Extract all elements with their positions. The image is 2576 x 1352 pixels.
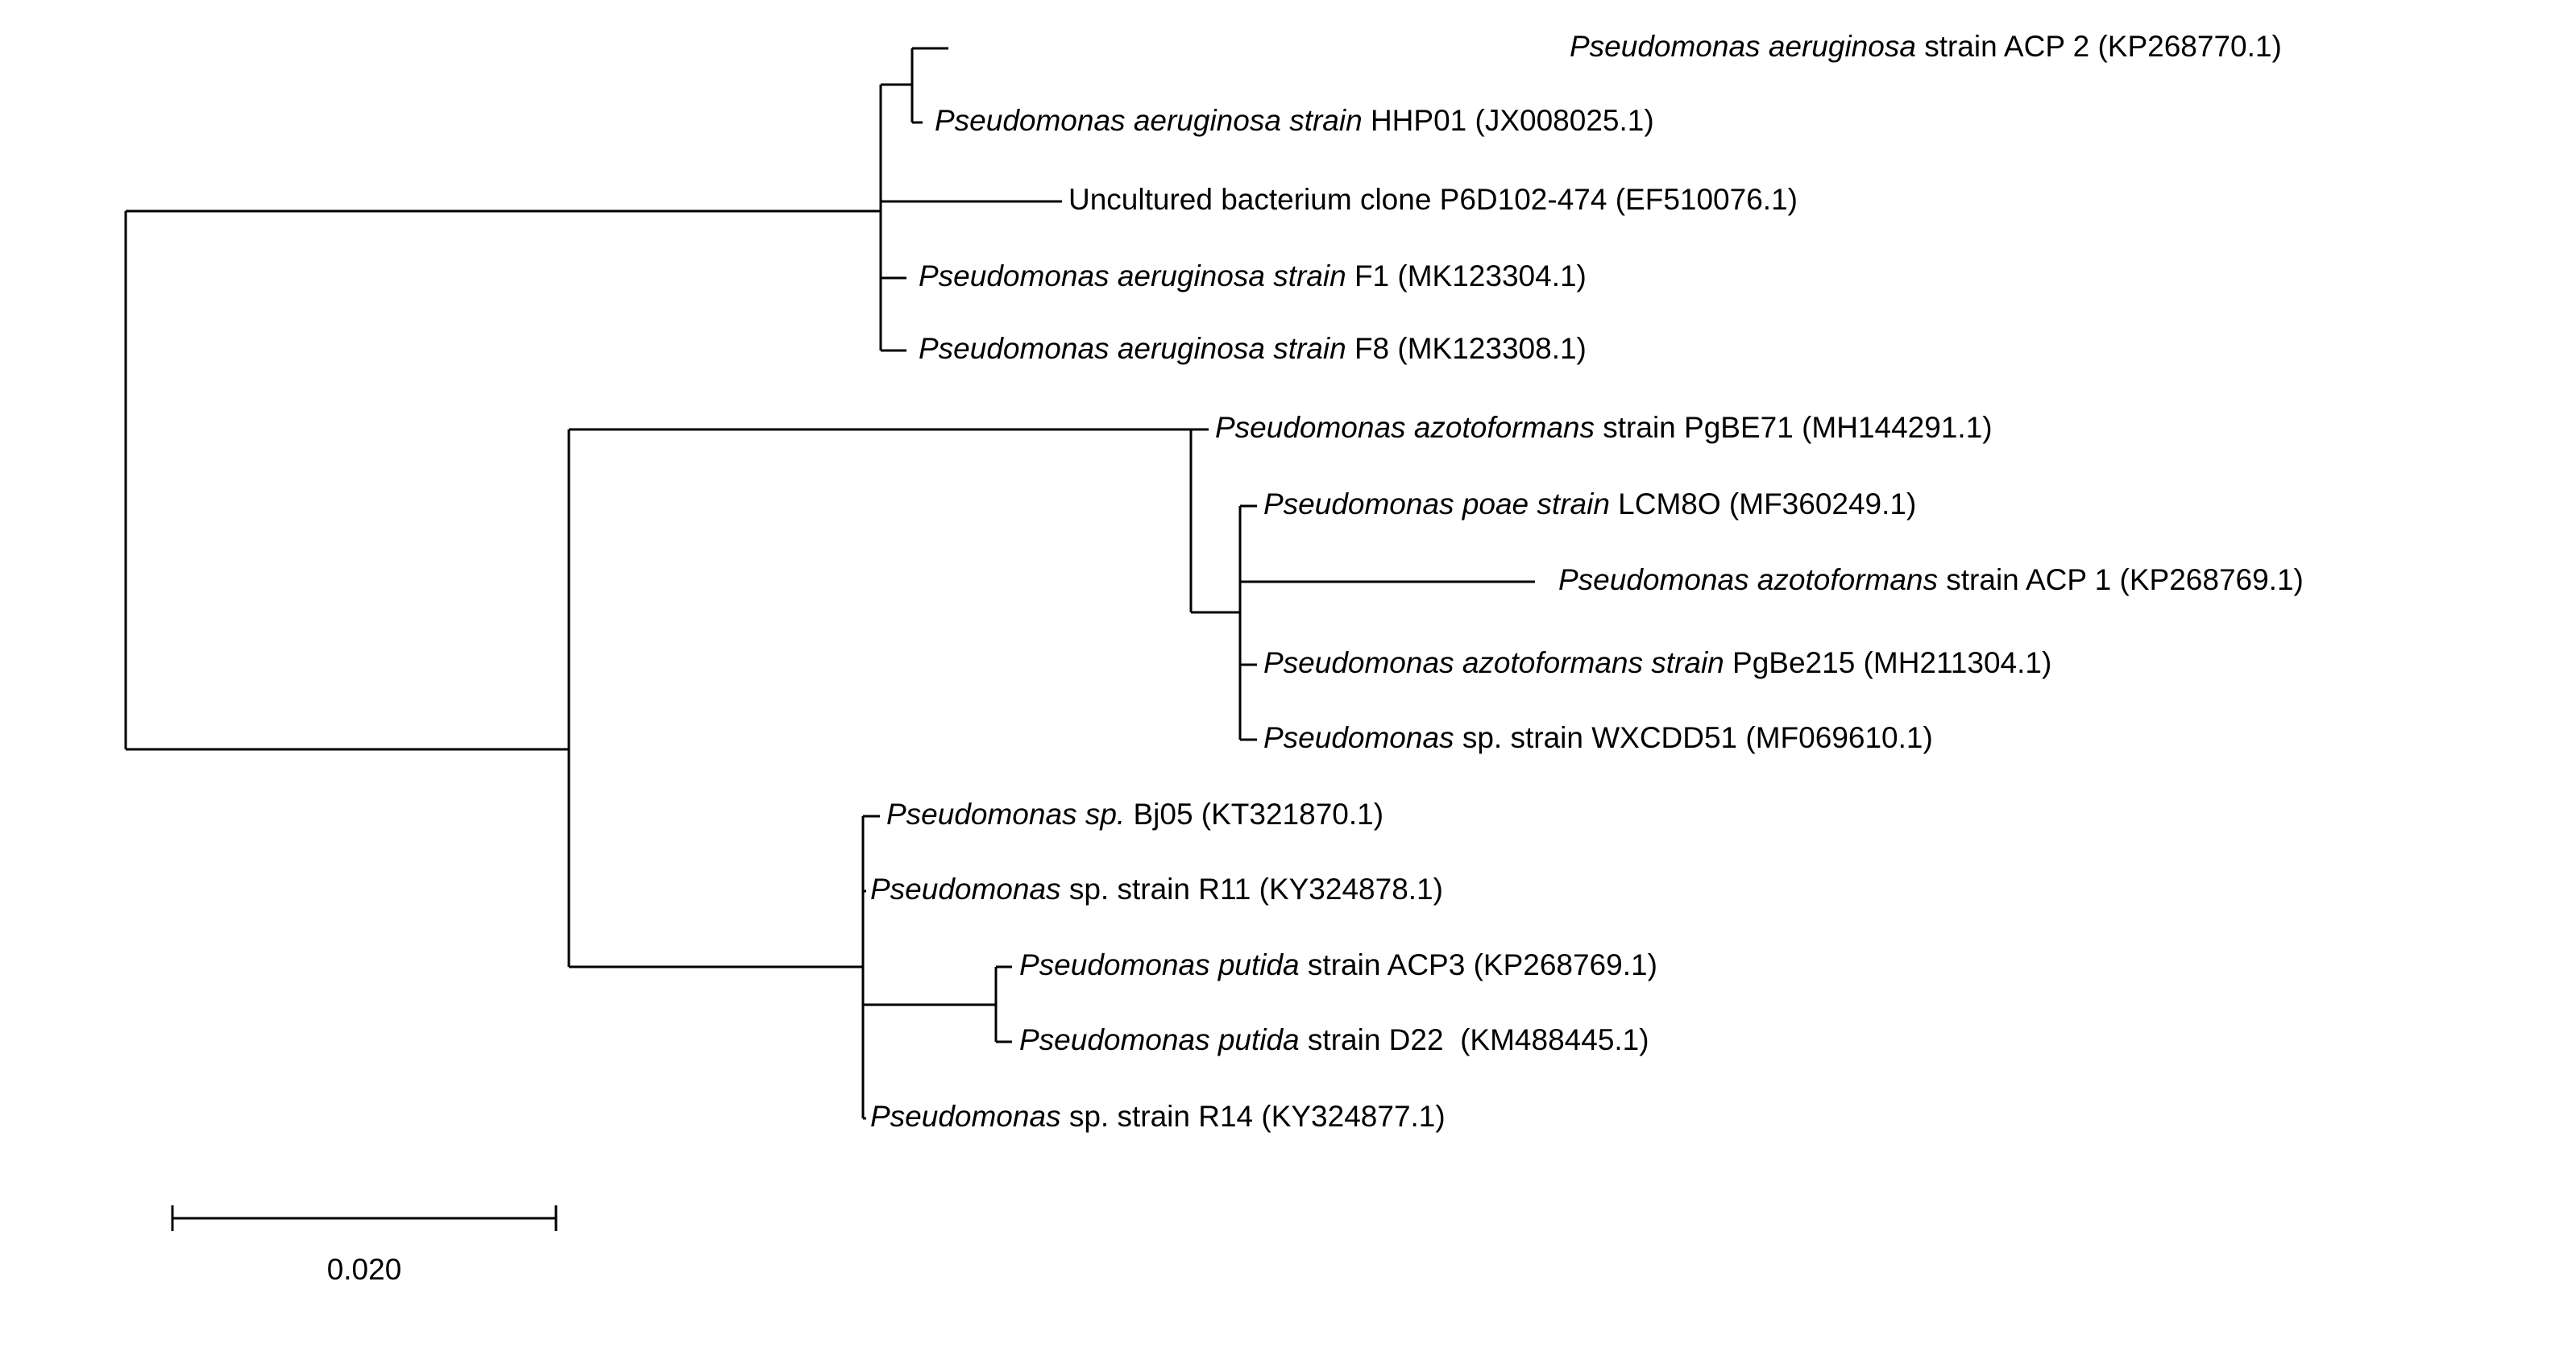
taxon-strain-roman: PgBe215 (MH211304.1) — [1724, 646, 2052, 679]
taxon-label: Pseudomonas azotoformans strain ACP 1 (K… — [1558, 563, 2304, 596]
taxon-strain-roman: sp. strain WXCDD51 (MF069610.1) — [1454, 721, 1933, 754]
taxon-strain-roman: sp. strain R11 (KY324878.1) — [1061, 873, 1443, 906]
scale-bar-label: 0.020 — [327, 1253, 402, 1286]
taxon-strain-roman: sp. strain R14 (KY324877.1) — [1061, 1100, 1446, 1133]
taxon-label: Pseudomonas sp. strain R14 (KY324877.1) — [870, 1100, 1446, 1133]
taxon-name-italic: Pseudomonas azotoformans — [1215, 411, 1595, 444]
taxon-name-italic: Pseudomonas aeruginosa — [1570, 30, 1916, 63]
tree-branches — [124, 47, 1535, 1120]
taxon-name-italic: Pseudomonas azotoformans strain — [1263, 646, 1724, 679]
taxon-label: Pseudomonas aeruginosa strain F8 (MK1233… — [919, 332, 1587, 365]
taxon-name-italic: Pseudomonas aeruginosa strain — [919, 332, 1346, 365]
taxon-name-italic: Pseudomonas azotoformans — [1558, 563, 1938, 596]
taxon-strain-roman: strain PgBE71 (MH144291.1) — [1595, 411, 1993, 444]
taxon-strain-roman: strain ACP 2 (KP268770.1) — [1916, 30, 2282, 63]
taxon-strain-roman: Uncultured bacterium clone P6D102-474 (E… — [1068, 183, 1798, 216]
taxon-name-italic: Pseudomonas aeruginosa strain — [919, 259, 1346, 292]
taxon-name-italic: Pseudomonas poae strain — [1263, 487, 1610, 520]
taxon-strain-roman: HHP01 (JX008025.1) — [1363, 104, 1654, 137]
taxon-label: Pseudomonas sp. Bj05 (KT321870.1) — [886, 798, 1383, 831]
taxon-label: Pseudomonas azotoformans strain PgBE71 (… — [1215, 411, 1993, 444]
taxon-label: Pseudomonas aeruginosa strain ACP 2 (KP2… — [1570, 30, 2282, 63]
taxon-strain-roman: strain ACP 1 (KP268769.1) — [1938, 563, 2304, 596]
taxon-name-italic: Pseudomonas — [870, 873, 1061, 906]
taxon-label: Pseudomonas putida strain ACP3 (KP268769… — [1019, 948, 1657, 981]
taxon-label: Pseudomonas putida strain D22 (KM488445.… — [1019, 1023, 1649, 1056]
taxon-label: Pseudomonas poae strain LCM8O (MF360249.… — [1263, 487, 1916, 520]
scale-bar: 0.020 — [171, 1205, 558, 1286]
taxon-label: Pseudomonas aeruginosa strain F1 (MK1233… — [919, 259, 1587, 292]
taxon-label: Pseudomonas sp. strain WXCDD51 (MF069610… — [1263, 721, 1933, 754]
taxon-label: Pseudomonas aeruginosa strain HHP01 (JX0… — [935, 104, 1654, 137]
taxon-name-italic: Pseudomonas putida — [1019, 1023, 1300, 1056]
taxon-name-italic: Pseudomonas aeruginosa strain — [935, 104, 1363, 137]
taxon-label: Pseudomonas azotoformans strain PgBe215 … — [1263, 646, 2051, 679]
taxon-strain-roman: strain D22 (KM488445.1) — [1300, 1023, 1649, 1056]
taxon-strain-roman: F8 (MK123308.1) — [1346, 332, 1587, 365]
taxon-strain-roman: F1 (MK123304.1) — [1346, 259, 1587, 292]
taxon-name-italic: Pseudomonas putida — [1019, 948, 1300, 981]
taxon-label: Pseudomonas sp. strain R11 (KY324878.1) — [870, 873, 1443, 906]
taxon-name-italic: Pseudomonas — [870, 1100, 1061, 1133]
taxon-strain-roman: LCM8O (MF360249.1) — [1610, 487, 1916, 520]
taxon-name-italic: Pseudomonas sp. — [886, 798, 1125, 831]
taxon-strain-roman: Bj05 (KT321870.1) — [1125, 798, 1383, 831]
taxon-name-italic: Pseudomonas — [1263, 721, 1454, 754]
taxon-label: Uncultured bacterium clone P6D102-474 (E… — [1068, 183, 1798, 216]
tree-taxon-labels: Pseudomonas aeruginosa strain ACP 2 (KP2… — [870, 30, 2304, 1133]
taxon-strain-roman: strain ACP3 (KP268769.1) — [1300, 948, 1657, 981]
